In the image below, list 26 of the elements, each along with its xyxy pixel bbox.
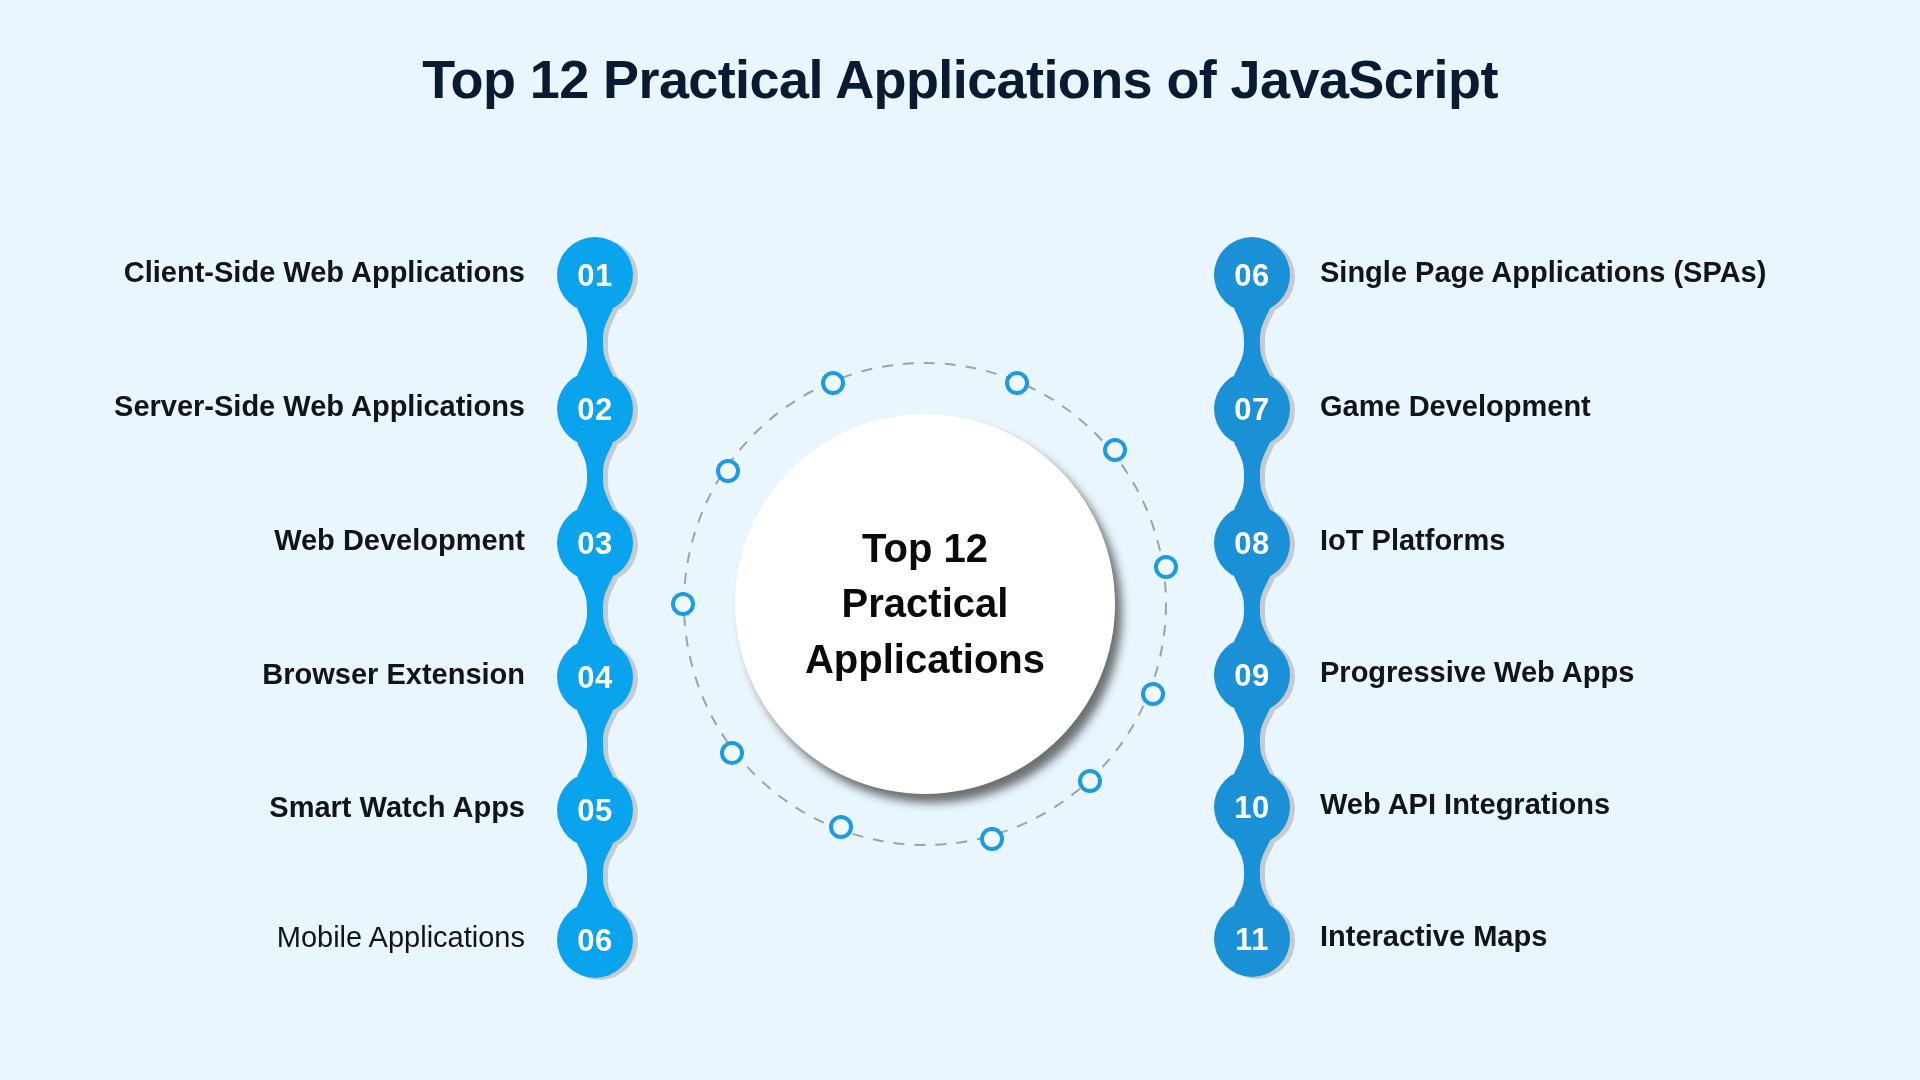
item-title: Server-Side Web Applications — [114, 390, 525, 424]
item-title: Smart Watch Apps — [269, 791, 525, 825]
step-number: 06 — [1234, 259, 1270, 291]
item-title: Mobile Applications — [276, 921, 525, 955]
step-number: 01 — [577, 259, 613, 291]
item-title: Interactive Maps — [1320, 920, 1548, 954]
step-number: 10 — [1234, 791, 1270, 823]
step-number: 03 — [577, 527, 613, 559]
step-number: 05 — [577, 794, 613, 826]
item-title: IoT Platforms — [1320, 524, 1506, 558]
item-title: Client-Side Web Applications — [123, 256, 525, 290]
step-number: 07 — [1234, 393, 1270, 425]
item-title: Game Development — [1320, 390, 1591, 424]
step-number: 09 — [1234, 659, 1270, 691]
item-title: Web Development — [274, 524, 525, 558]
step-number: 02 — [577, 393, 613, 425]
step-number: 11 — [1235, 923, 1269, 955]
title: Top 12 Practical Applications of JavaScript — [422, 50, 1498, 110]
step-number: 06 — [577, 924, 613, 956]
item-title: Browser Extension — [262, 658, 525, 692]
item-title: Web API Integrations — [1320, 788, 1611, 822]
item-title: Progressive Web Apps — [1320, 656, 1635, 690]
center-title: Top 12 Practical Applications — [804, 525, 1046, 683]
step-number: 04 — [577, 661, 613, 693]
step-number: 08 — [1234, 527, 1270, 559]
item-title: Single Page Applications (SPAs) — [1320, 256, 1767, 290]
